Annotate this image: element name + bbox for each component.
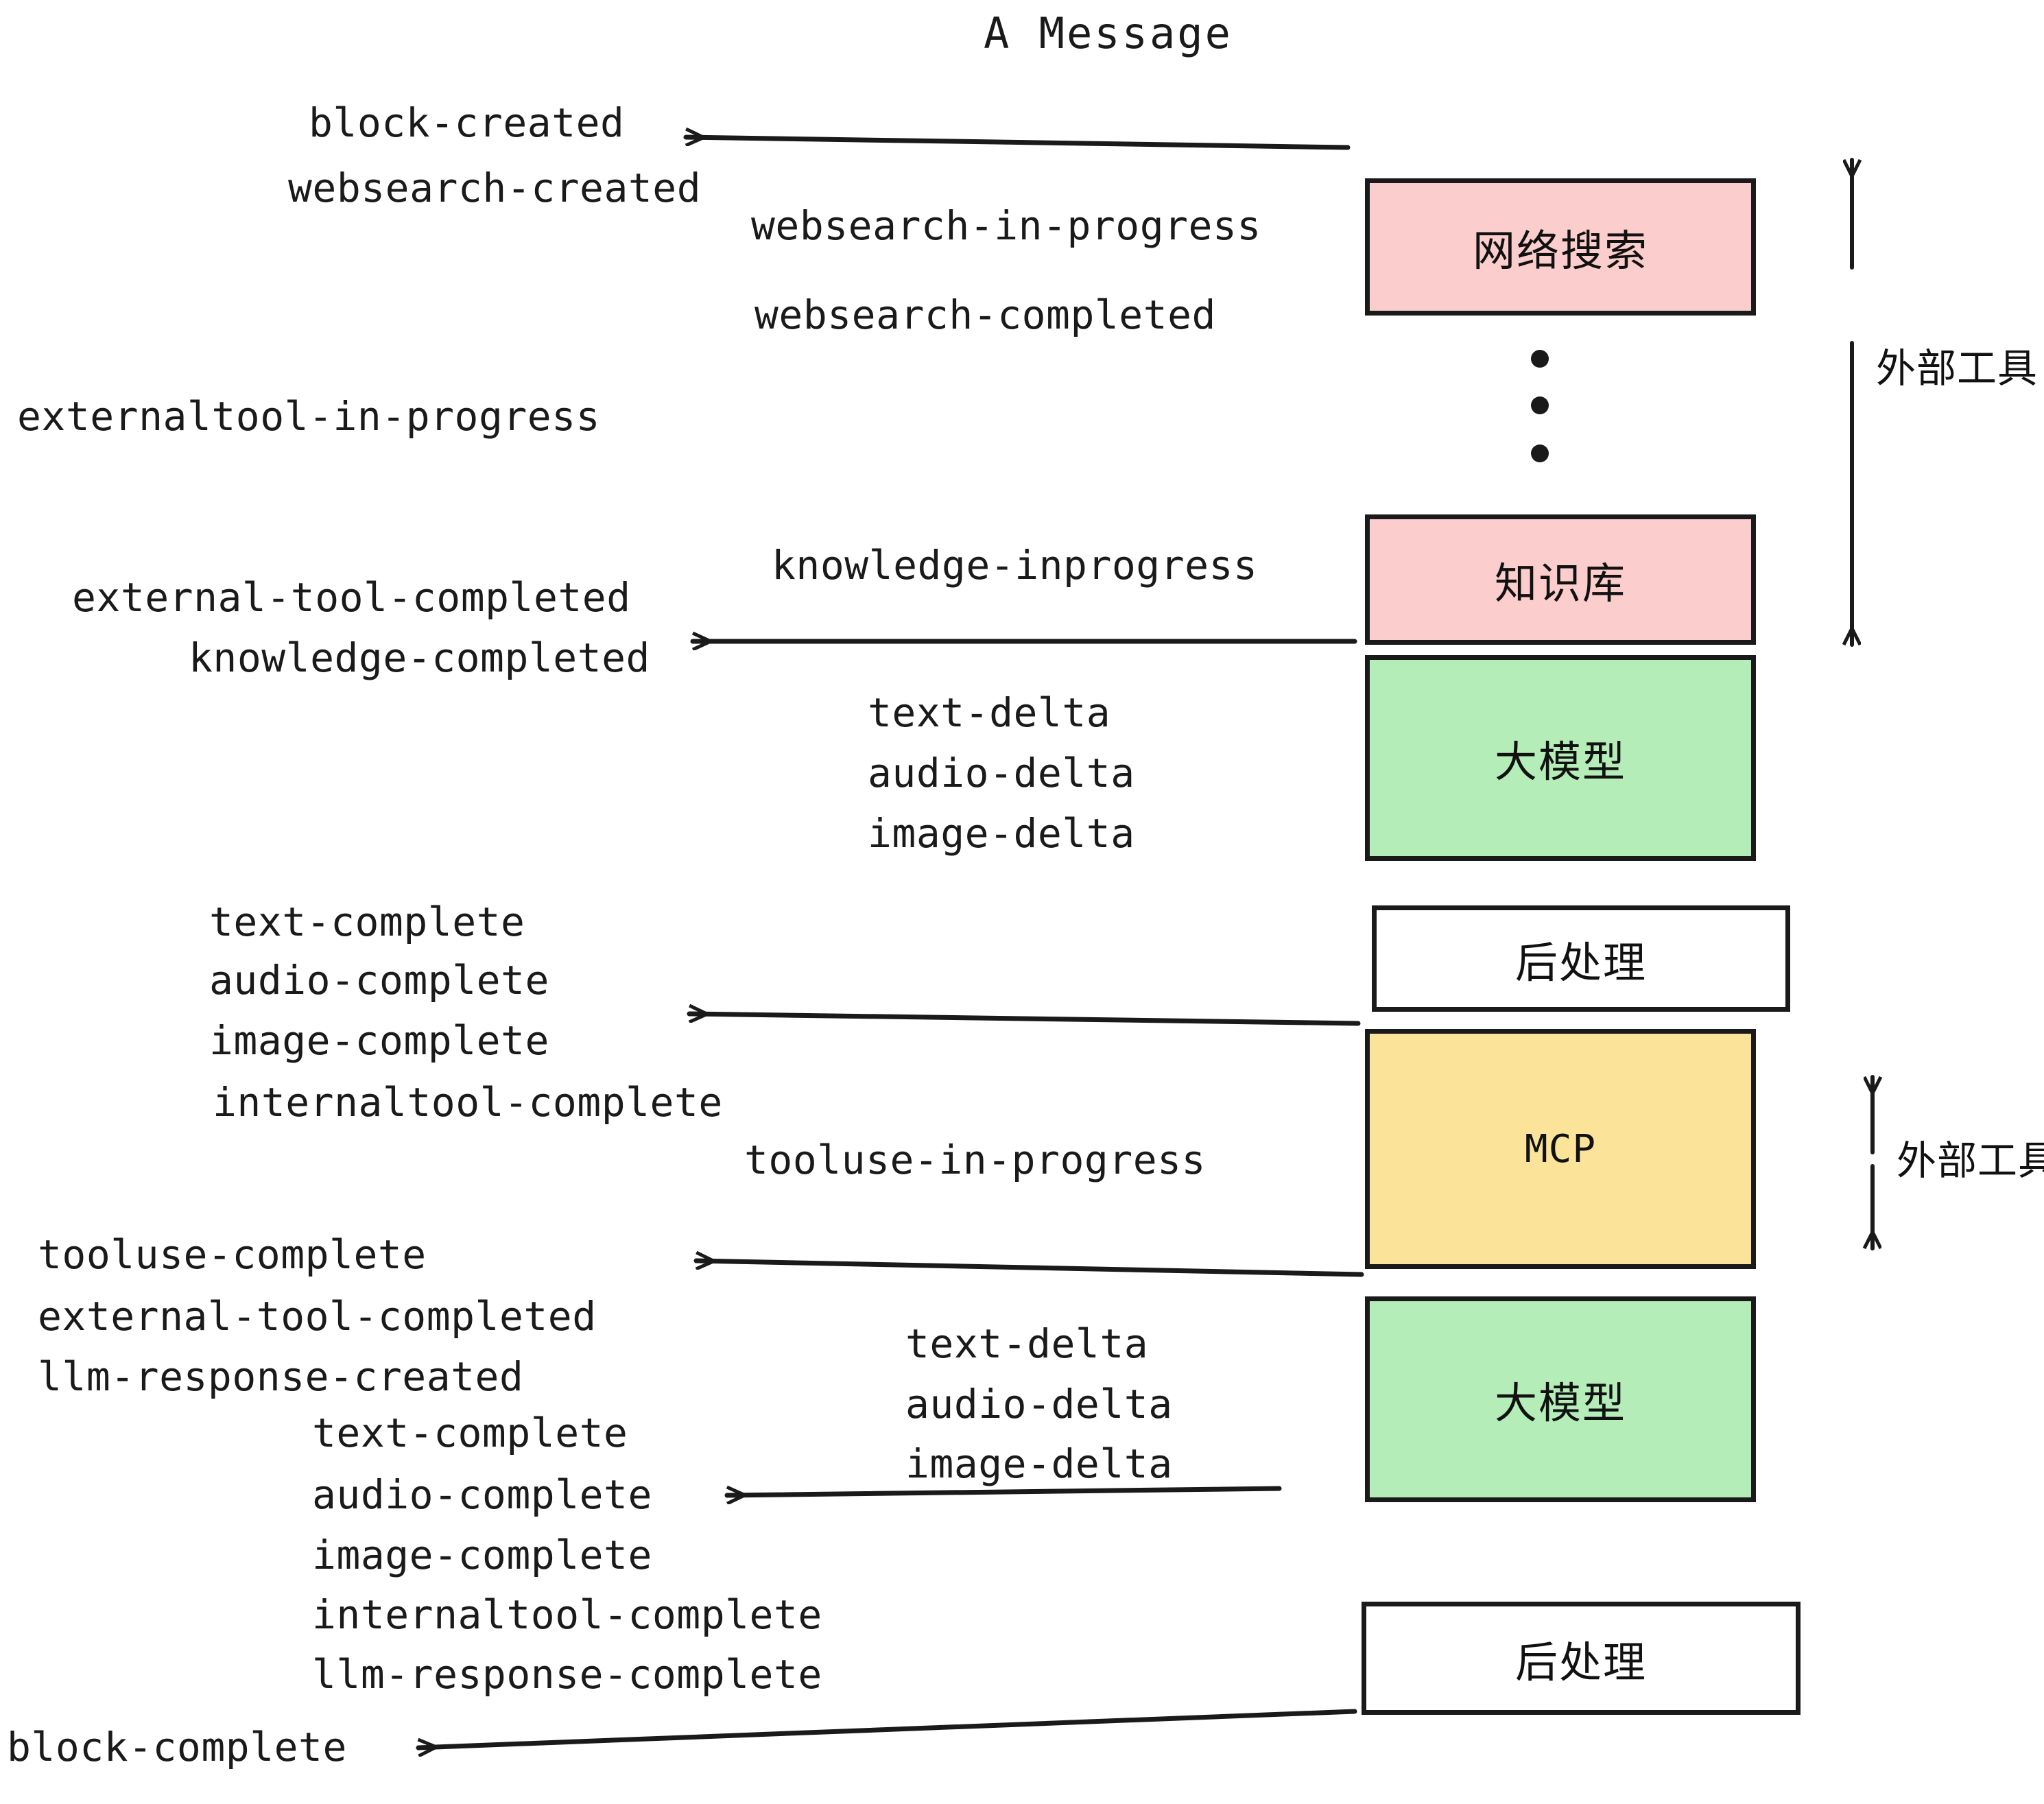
- box-websearch: 网络搜索: [1365, 178, 1756, 316]
- external-top-label: 外部工具: [1876, 345, 2039, 392]
- event-label: image-delta: [868, 810, 1135, 857]
- event-label: image-complete: [209, 1017, 549, 1064]
- event-label: websearch-created: [288, 165, 702, 211]
- ellipsis-dot: [1531, 396, 1549, 414]
- block-created-arrow: [683, 137, 1351, 150]
- event-label: text-delta: [905, 1320, 1149, 1367]
- box-llm-top: 大模型: [1365, 655, 1756, 861]
- event-label: text-delta: [868, 689, 1111, 736]
- event-label: block-created: [309, 99, 625, 146]
- event-label: audio-complete: [209, 957, 549, 1004]
- box-knowledge: 知识库: [1365, 514, 1756, 645]
- ellipsis-dot: [1531, 444, 1549, 462]
- event-label: websearch-completed: [754, 292, 1216, 338]
- box-llm-bottom: 大模型: [1365, 1296, 1756, 1502]
- event-label: external-tool-completed: [72, 574, 631, 621]
- event-label: internaltool-complete: [312, 1591, 822, 1638]
- event-label: websearch-in-progress: [751, 202, 1261, 249]
- event-label: audio-delta: [868, 750, 1135, 796]
- event-label: tooluse-in-progress: [744, 1137, 1206, 1183]
- event-label: llm-response-created: [38, 1353, 524, 1400]
- event-label: audio-complete: [312, 1471, 652, 1518]
- event-label: image-complete: [312, 1532, 652, 1578]
- external-bottom-label: 外部工具: [1897, 1137, 2044, 1184]
- box-postprocess-top: 后处理: [1372, 905, 1790, 1012]
- event-label: text-complete: [209, 899, 525, 945]
- event-label: tooluse-complete: [38, 1231, 427, 1278]
- ellipsis-dot: [1531, 350, 1549, 368]
- event-label: external-tool-completed: [38, 1293, 597, 1340]
- image-complete-arrow: [687, 1014, 1361, 1026]
- event-label: text-complete: [312, 1410, 628, 1456]
- box-postprocess-bottom: 后处理: [1362, 1602, 1801, 1715]
- box-mcp: MCP: [1365, 1029, 1756, 1269]
- event-label: internaltool-complete: [213, 1079, 723, 1126]
- event-label: block-complete: [7, 1724, 347, 1770]
- tooluse-arrow: [693, 1261, 1364, 1277]
- event-label: audio-delta: [905, 1381, 1173, 1427]
- event-label: llm-response-complete: [312, 1651, 822, 1698]
- event-label: externaltool-in-progress: [17, 393, 601, 440]
- event-label: knowledge-completed: [189, 634, 650, 681]
- page-title: A Message: [984, 8, 1233, 58]
- event-label: knowledge-inprogress: [772, 542, 1258, 589]
- block-complete-arrow: [416, 1709, 1357, 1748]
- audio-complete-arrow: [724, 1488, 1282, 1495]
- event-label: image-delta: [905, 1440, 1173, 1487]
